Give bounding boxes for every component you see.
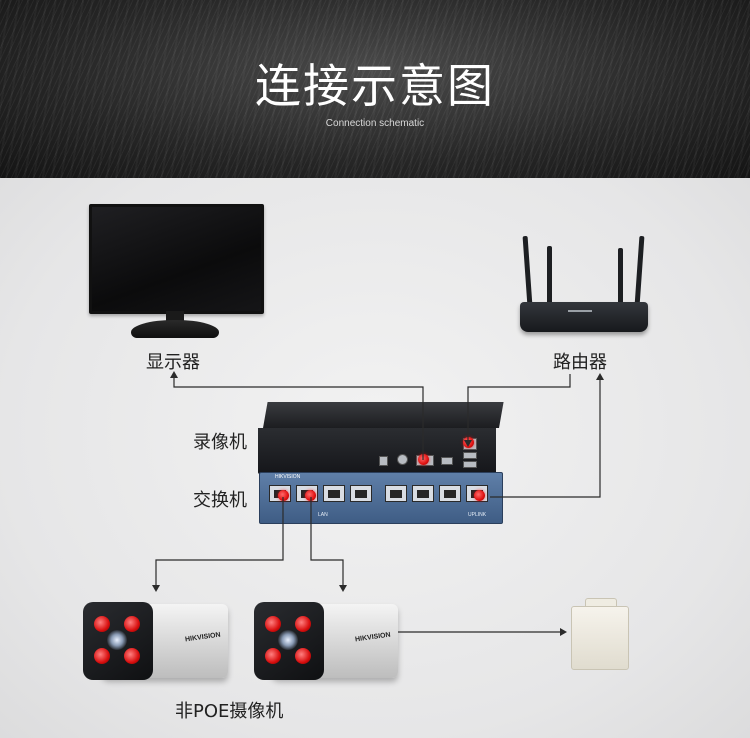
- switch-lan-label: LAN: [318, 512, 328, 518]
- power-box-lid: [585, 598, 617, 609]
- router-label: 路由器: [553, 352, 607, 373]
- wire-camera-2: [310, 497, 344, 585]
- nvr-hdmi-port: [441, 457, 453, 465]
- arrow-down: [464, 440, 472, 447]
- nvr-usb-port: [463, 461, 477, 468]
- router-antenna: [547, 246, 552, 306]
- switch-port-marker: [278, 490, 289, 501]
- header-banner: 连接示意图 Connection schematic: [0, 0, 750, 178]
- router-body: [520, 302, 648, 332]
- switch-port-marker: [305, 490, 316, 501]
- power-box-body: [571, 606, 629, 670]
- camera-ir-led: [124, 648, 140, 664]
- wire-router-switch: [490, 380, 601, 498]
- wire-camera-1: [155, 497, 284, 585]
- switch-uplink-label: UPLINK: [468, 512, 487, 518]
- switch-port: [385, 485, 407, 502]
- page-title: 连接示意图: [255, 59, 495, 113]
- camera-ir-led: [295, 616, 311, 632]
- arrow-up: [170, 371, 178, 378]
- wire-router-nvr: [467, 374, 571, 440]
- monitor-label: 显示器: [146, 352, 200, 373]
- camera-lens: [107, 630, 127, 650]
- router-logo: [568, 310, 592, 318]
- wire-monitor: [173, 378, 424, 460]
- nvr-usb-port: [463, 452, 477, 459]
- arrow-up: [596, 373, 604, 380]
- switch-port: [412, 485, 434, 502]
- switch-port: [350, 485, 372, 502]
- camera-ir-led: [265, 648, 281, 664]
- switch-port: [323, 485, 345, 502]
- nvr-power-port: [379, 456, 388, 466]
- router-antenna: [618, 248, 623, 306]
- nvr-label: 录像机: [193, 432, 247, 453]
- arrow-right: [560, 628, 567, 636]
- camera-ir-led: [94, 648, 110, 664]
- switch-port: [439, 485, 461, 502]
- switch-label: 交换机: [193, 490, 247, 511]
- camera-ir-led: [124, 616, 140, 632]
- camera-ir-led: [94, 616, 110, 632]
- cameras-label: 非POE摄像机: [175, 701, 284, 722]
- page-subtitle: Connection schematic: [325, 118, 425, 129]
- monitor-screen: [89, 204, 264, 314]
- monitor-base: [131, 320, 219, 338]
- camera-ir-led: [295, 648, 311, 664]
- camera-lens: [278, 630, 298, 650]
- camera-ir-led: [265, 616, 281, 632]
- nvr-audio-port: [397, 454, 408, 465]
- switch-brand-text: HIKVISION: [275, 474, 301, 480]
- switch-uplink-marker: [474, 490, 485, 501]
- arrow-down: [339, 585, 347, 592]
- arrow-down: [152, 585, 160, 592]
- nvr-front-panel: [258, 428, 496, 474]
